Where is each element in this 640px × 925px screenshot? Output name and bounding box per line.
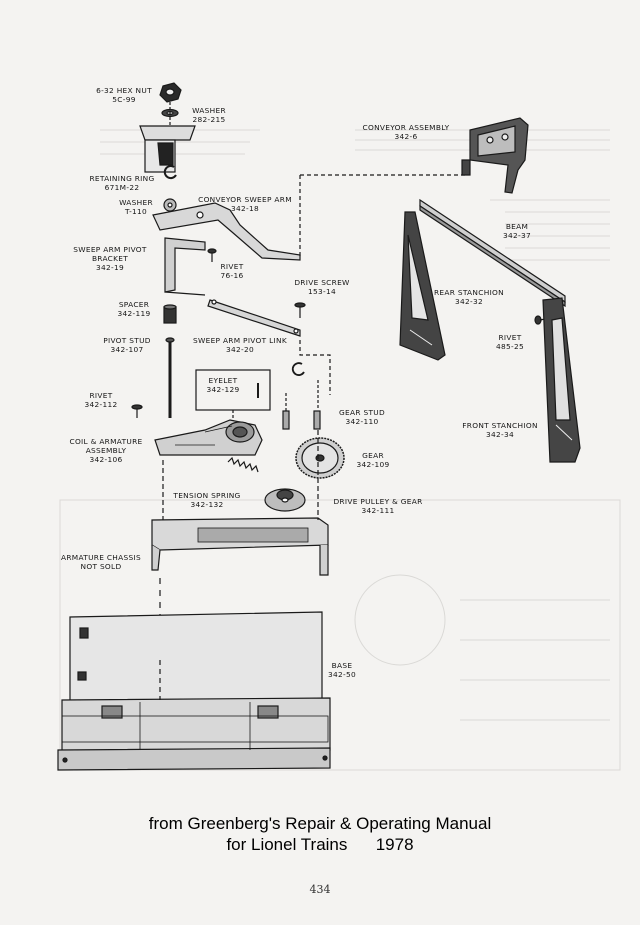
base-part <box>57 611 331 771</box>
rivet-342-112-part <box>131 404 143 418</box>
sweep-arm-pivot-link-part <box>207 299 301 337</box>
page-number: 434 <box>309 883 331 896</box>
rivet-76-part <box>207 248 217 262</box>
gear-stud-part <box>282 362 321 430</box>
washer-t110-part <box>163 198 177 212</box>
exploded-parts-diagram <box>57 82 621 771</box>
tension-spring-part <box>227 456 259 473</box>
drive-pulley-gear-part <box>264 488 306 512</box>
caption-line-1: from Greenberg's Repair & Operating Manu… <box>148 814 492 833</box>
coil-armature-part <box>154 419 263 456</box>
caption-line-2: for Lionel Trains 1978 <box>226 835 414 854</box>
hex-nut-part <box>159 82 182 103</box>
armature-chassis-part <box>151 430 329 690</box>
beam-part <box>419 198 566 308</box>
gear-part <box>295 437 345 479</box>
spacer-part <box>163 304 177 324</box>
conveyor-assembly-part <box>461 117 529 194</box>
rear-stanchion-part <box>399 211 446 361</box>
drive-screw-part <box>294 302 331 395</box>
retaining-ring-part <box>163 165 177 180</box>
mount-block-part <box>139 102 196 173</box>
sweep-arm-pivot-bracket-part <box>164 237 206 296</box>
front-stanchion-part <box>542 297 581 463</box>
pivot-stud-part <box>165 337 175 418</box>
